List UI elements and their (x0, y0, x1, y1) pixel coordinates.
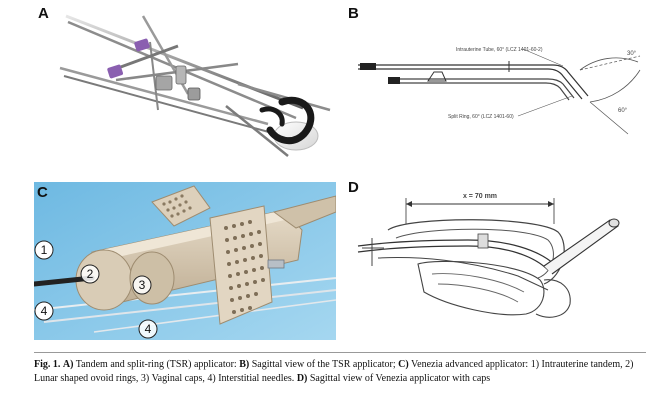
svg-text:3: 3 (139, 278, 146, 292)
caption-a-label: A) (62, 359, 74, 370)
split-ring-label: Split Ring, 60° (LCZ 1401-60) (448, 114, 514, 120)
panel-d: D x = 70 mm (348, 180, 648, 340)
caption-divider (34, 352, 646, 353)
caption-d-label: D) (296, 373, 308, 384)
callout-4-bottom: 4 (138, 319, 158, 339)
svg-text:4: 4 (145, 322, 152, 336)
fig-label: Fig. 1. (34, 359, 61, 370)
caption-d-text: Sagittal view of Venezia applicator with… (307, 373, 491, 384)
figure-caption: Fig. 1. A) Tandem and split-ring (TSR) a… (34, 358, 644, 386)
intrauterine-tube-label: Intrauterine Tube, 60° (LCZ 1401-60-2) (456, 47, 543, 53)
svg-text:1: 1 (41, 243, 48, 257)
panel-a: A (38, 6, 338, 174)
panel-a-letter: A (38, 6, 49, 22)
dimension-label: x = 70 mm (463, 193, 497, 200)
svg-text:2: 2 (87, 267, 94, 281)
panel-c: 1 2 3 4 4 C (34, 182, 336, 340)
panel-b-letter: B (348, 6, 359, 22)
tsr-sagittal-diagram: Intrauterine Tube, 60° (LCZ 1401-60-2) S… (358, 47, 641, 135)
caption-a-text: Tandem and split-ring (TSR) applicator: (73, 359, 240, 370)
venezia-sagittal-diagram: x = 70 mm (357, 193, 620, 318)
panel-d-letter: D (348, 180, 359, 196)
venezia-applicator-render: 1 2 3 4 4 (34, 182, 336, 340)
callout-4-left: 4 (34, 301, 54, 321)
callout-3: 3 (132, 275, 152, 295)
caption-b-label: B) (239, 359, 250, 370)
caption-b-text: Sagittal view of the TSR applicator; (249, 359, 399, 370)
callout-1: 1 (34, 240, 54, 260)
callout-2: 2 (80, 264, 100, 284)
panel-b: B Intrauterine Tube, 60° (LCZ 1401-60-2)… (348, 6, 648, 174)
caption-c-text: Venezia advanced applicator: 1) Intraute… (34, 359, 634, 384)
caption-c-label: C) (398, 359, 409, 370)
angle-60-label: 60° (618, 108, 628, 114)
panel-c-letter: C (37, 184, 48, 201)
svg-text:4: 4 (41, 304, 48, 318)
angle-30-label: 30° (627, 51, 637, 57)
tsr-applicator-photo (59, 14, 331, 157)
